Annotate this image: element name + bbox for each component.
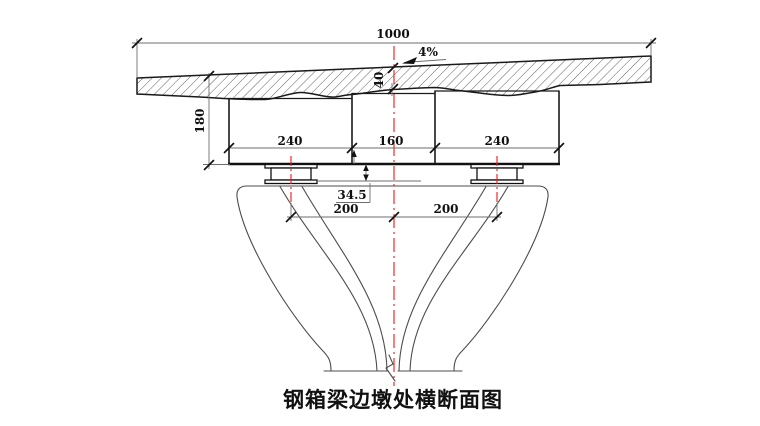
dim-box-widths: 240 160 240: [223, 134, 565, 154]
dim-label-40: 40: [372, 72, 386, 89]
pier-inner-edge-left-outer: [279, 185, 378, 372]
dim-label-200-right: 200: [433, 202, 458, 216]
dim-deck-thickness: 40: [372, 62, 399, 96]
dim-girder-height: 180: [193, 70, 230, 171]
drawing-title: 钢箱梁边墩处横断面图: [283, 387, 503, 412]
slope-symbol: 4%: [402, 45, 447, 64]
dim-label-34-5: 34.5: [337, 188, 366, 202]
dim-label-160: 160: [378, 134, 403, 148]
pier-inner-edge-right-inner: [398, 185, 487, 372]
dim-label-240-left: 240: [277, 134, 302, 148]
dim-label-240-right: 240: [484, 134, 509, 148]
pier-break-symbol: [385, 354, 396, 382]
dim-bearing-spacing: 200 200: [285, 202, 503, 223]
pier-cap-and-outer-edges: [236, 185, 549, 372]
dim-overall-width: 1000: [131, 27, 657, 78]
pier-inner-edge-left-inner: [301, 185, 388, 372]
slope-label: 4%: [418, 45, 438, 59]
dim-label-1000: 1000: [376, 27, 409, 41]
slope-arrow: [402, 57, 417, 64]
pier-inner-edge-right-outer: [409, 185, 509, 372]
dim-bearing-height: 34.5: [317, 150, 421, 203]
dim-label-200-left: 200: [333, 202, 358, 216]
dim-label-180: 180: [193, 108, 207, 133]
pier: [236, 185, 549, 382]
